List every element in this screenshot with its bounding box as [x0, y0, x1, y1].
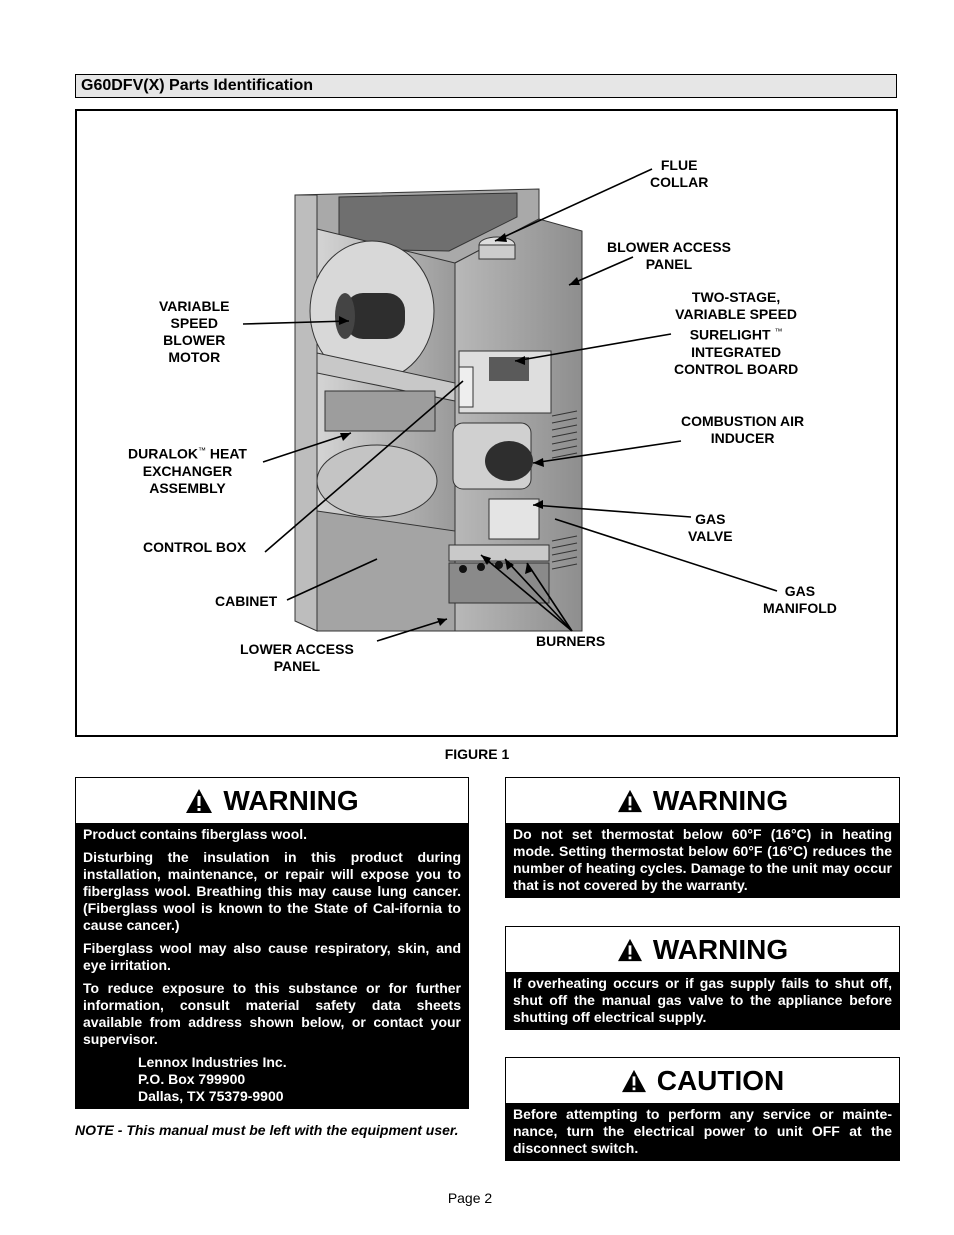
burner-leader-1 [526, 562, 573, 632]
blower-panel-leader [568, 256, 634, 286]
louvers [551, 410, 578, 570]
label-cabinet: CABINET [215, 593, 278, 609]
caution-text: Before attempting to perform any service… [513, 1106, 892, 1156]
burner-leader-3 [480, 554, 573, 632]
gas-manifold-leader [554, 518, 778, 592]
burner-leader-2 [504, 558, 573, 632]
furnace-illustration [242, 168, 778, 642]
cabinet-leader [286, 558, 378, 601]
warning-title: WARNING [652, 784, 789, 816]
warning-fiberglass: WARNING Product contains fiberglass wool… [75, 777, 469, 1109]
warning-text: Do not set thermostat below 60°F (16°C) … [513, 826, 892, 893]
warning-title: WARNING [652, 933, 789, 965]
warning-text: If overheating occurs or if gas supply f… [513, 975, 892, 1025]
caution-title: CAUTION [656, 1064, 785, 1096]
gas-valve-shape [488, 498, 540, 540]
warning-header: WARNING [506, 778, 899, 823]
warning-paragraph: Fiberglass wool may also cause respirato… [83, 940, 461, 973]
lower-panel-leader [376, 618, 448, 642]
warning-triangle-icon [617, 789, 642, 812]
warning-body: Do not set thermostat below 60°F (16°C) … [506, 823, 899, 897]
flue-collar-pipe [478, 244, 516, 260]
warning-header: WARNING [506, 927, 899, 972]
control-box-leader [264, 380, 464, 553]
warning-title: WARNING [223, 784, 359, 816]
blower-motor-end [335, 293, 355, 339]
leader-lines [242, 168, 778, 642]
label-control-board: TWO-STAGE,VARIABLE SPEED SURELIGHT ™ INT… [674, 289, 799, 377]
arrowheads [339, 233, 580, 626]
control-board-leader [514, 333, 672, 362]
caution-header: CAUTION [506, 1058, 899, 1103]
warning-paragraph: Disturbing the insulation in this produc… [83, 849, 461, 933]
burner-orifice [477, 563, 485, 571]
address-block: Lennox Industries Inc. P.O. Box 799900 D… [138, 1054, 287, 1104]
figure-caption: FIGURE 1 [444, 746, 510, 762]
inducer-leader [532, 440, 682, 464]
blower-deck [316, 352, 456, 402]
section-title: G60DFV(X) Parts Identification [75, 74, 897, 98]
burner-orifice [495, 561, 503, 569]
heat-exchanger-leader [262, 432, 352, 463]
gas-valve-leader [532, 504, 692, 518]
warning-header: WARNING [76, 778, 468, 823]
warning-paragraph: To reduce exposure to this substance or … [83, 980, 461, 1047]
page-number: Page 2 [447, 1190, 493, 1206]
heat-exchanger-upper [324, 390, 436, 432]
caution-triangle-icon [621, 1069, 646, 1092]
label-control-box: CONTROL BOX [143, 539, 247, 555]
warning-thermostat: WARNING Do not set thermostat below 60°F… [505, 777, 900, 898]
caution-body: Before attempting to perform any service… [506, 1103, 899, 1160]
burner-orifice [459, 565, 467, 573]
caution-service: CAUTION Before attempting to perform any… [505, 1057, 900, 1161]
warning-body: Product contains fiberglass wool. Distur… [76, 823, 468, 1108]
gas-manifold-shape [448, 544, 550, 562]
control-box-shape [458, 366, 474, 408]
warning-overheating: WARNING If overheating occurs or if gas … [505, 926, 900, 1030]
warning-body: If overheating occurs or if gas supply f… [506, 972, 899, 1029]
cabinet-left-side [294, 194, 318, 632]
label-burners: BURNERS [536, 633, 606, 649]
manual-note: NOTE - This manual must be left with the… [75, 1122, 459, 1138]
blower-motor-shape [345, 293, 405, 339]
heat-exchanger-lower [316, 444, 438, 518]
inducer-motor [485, 441, 533, 481]
flue-collar-leader [494, 168, 653, 242]
blower-motor-leader [242, 320, 350, 325]
warning-paragraph: Product contains fiberglass wool. [83, 826, 308, 842]
warning-triangle-icon [186, 788, 213, 813]
cabinet-front-lower [316, 510, 456, 632]
warning-triangle-icon [617, 938, 642, 961]
